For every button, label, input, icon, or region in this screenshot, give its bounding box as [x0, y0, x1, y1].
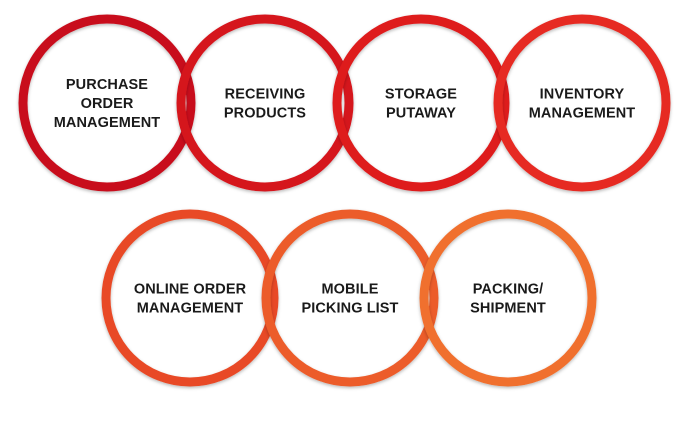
ring-label-line: ORDER: [81, 96, 134, 112]
ring-label-line: STORAGE: [385, 87, 457, 103]
ring-label: STORAGE PUTAWAY: [385, 87, 457, 122]
ring-row-2: ONLINE ORDER MANAGEMENT MOBILE PICKING LIST…: [101, 209, 597, 387]
ring-label-line: MANAGEMENT: [137, 301, 244, 317]
ring-label: RECEIVING PRODUCTS: [224, 87, 306, 122]
ring-label-line: PACKING/: [473, 282, 544, 298]
ring-label-line: MANAGEMENT: [529, 106, 636, 122]
ring-circle: [419, 209, 597, 387]
ring-label-line: PURCHASE: [66, 77, 148, 93]
ring-circle: [176, 14, 354, 192]
ring-circle: [332, 14, 510, 192]
ring-label: ONLINE ORDER MANAGEMENT: [134, 282, 247, 317]
ring-label-line: SHIPMENT: [470, 301, 546, 317]
ring-label-line: MOBILE: [322, 282, 379, 298]
ring-label: PACKING/SHIPMENT: [470, 282, 546, 317]
ring-circle: [493, 14, 671, 192]
ring-label: PURCHASE ORDER MANAGEMENT: [54, 77, 161, 131]
ring-label-line: PRODUCTS: [224, 106, 306, 122]
ring-label-line: RECEIVING: [225, 87, 306, 103]
ring-circle: [101, 209, 279, 387]
ring-label-line: MANAGEMENT: [54, 115, 161, 131]
ring-label: MOBILE PICKING LIST: [301, 282, 398, 317]
ring-label-line: ONLINE ORDER: [134, 282, 247, 298]
ring-label-line: PICKING LIST: [301, 301, 398, 317]
ring-label: INVENTORY MANAGEMENT: [529, 87, 636, 122]
ring-circle: [18, 14, 196, 192]
ring-row-1: PURCHASE ORDER MANAGEMENT RECEIVING PRODUCTS…: [18, 14, 671, 192]
ring-label-line: PUTAWAY: [386, 106, 456, 122]
ring-circle: [261, 209, 439, 387]
ring-label-line: INVENTORY: [540, 87, 625, 103]
